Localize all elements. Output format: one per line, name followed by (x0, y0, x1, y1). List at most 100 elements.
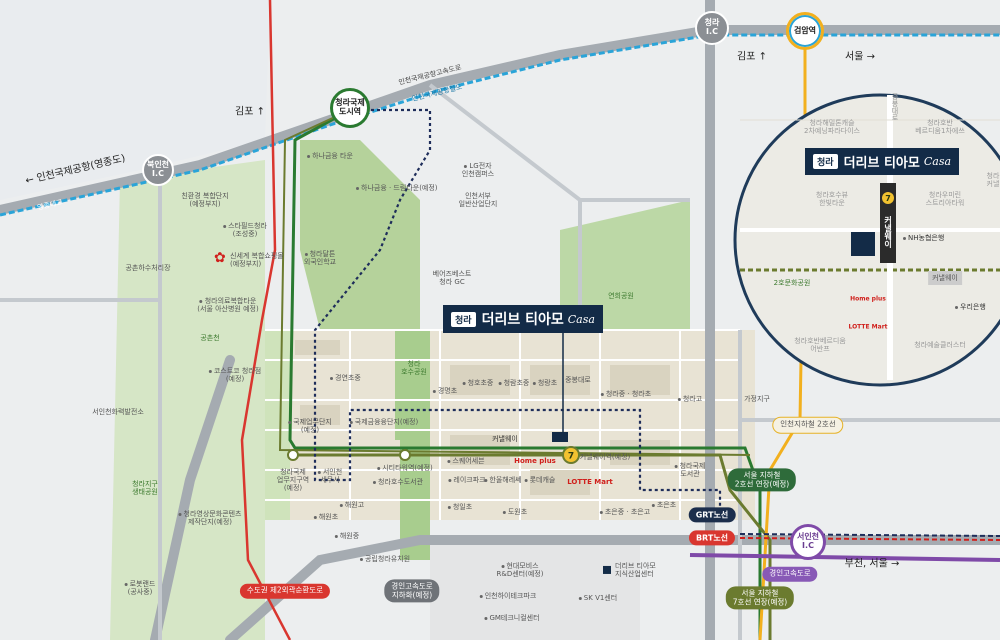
place-gongchon: 공촌천 (200, 334, 219, 342)
tag-incheon-line2: 인천지하철 2호선 (772, 416, 844, 434)
place-text: 시티타워역(예정) (382, 463, 433, 472)
inset-middle-right: 청라우미린 스트리아타워 (925, 190, 965, 207)
inset-bottom-left: 청라호반베르디움 어반프 (794, 336, 846, 353)
place-haitech: 인천하이테크파크 (479, 592, 536, 600)
inset-nh: NH농협은행 (903, 234, 944, 242)
grt-route-east (739, 533, 1000, 537)
place-yeonhui: 연희공원 (608, 292, 634, 300)
tag-seoul-line7: 서울 지하철 7호선 연장(예정) (725, 586, 795, 610)
place-text: 청라고 (682, 394, 703, 403)
place-text: 서인천화력발전소 (92, 407, 144, 416)
project-name: 더리브 티아모 (481, 312, 564, 328)
place-text: 베어즈베스트 청라 GC (432, 269, 472, 286)
place-canal: 커낼웨이 (492, 435, 518, 443)
brt-route (739, 537, 1000, 541)
poi-dot-icon (462, 381, 466, 385)
poi-dot-icon (313, 515, 317, 519)
poi-dot-icon (339, 503, 343, 507)
poi-dot-icon (317, 470, 321, 474)
west-green-area (110, 160, 265, 640)
tiamo-center-marker (603, 565, 611, 574)
place-text: SK V1센터 (583, 593, 618, 602)
station-bukincheon-ic[interactable]: 북인천 I.C (142, 154, 174, 186)
inset-jungbong: 중봉대로 (891, 93, 900, 121)
place-haewon-elem: 해원초 (313, 513, 338, 521)
place-text: 해원고 (344, 500, 365, 509)
tag-gyeongin-underground: 경인고속도로 지하화(예정) (384, 579, 440, 603)
place-text: 청라국제 도서관 (679, 461, 706, 478)
place-text: 하나금융 타운 (312, 151, 353, 160)
project-site-marker (552, 432, 568, 442)
place-text: LG전자 인천캠퍼스 (461, 161, 495, 178)
poi-dot-icon (356, 186, 359, 190)
poi-dot-icon (479, 594, 483, 598)
poi-dot-icon (288, 420, 292, 424)
place-text: 코스트코 청라점 (예정) (213, 366, 262, 383)
project-suffix: Casa (567, 312, 595, 326)
poi-dot-icon (447, 505, 451, 509)
project-callout[interactable]: 청라 더리브 티아모 Casa (443, 305, 603, 333)
place-text: 커낼웨이역(예정) (579, 452, 631, 461)
poi-dot-icon (178, 512, 182, 516)
place-text: GM테크니컬센터 (489, 613, 540, 622)
station-geomam-label: 검암역 (793, 25, 817, 35)
place-text: 청라지구 생태공원 (132, 479, 158, 496)
place-text: Home plus (514, 456, 556, 465)
line7-canal-stop-num: 7 (568, 452, 574, 462)
place-text: 경연초중 (335, 373, 361, 382)
poi-dot-icon (498, 381, 502, 385)
inset-suffix: Casa (923, 155, 952, 168)
place-seoincheon-power: 서인천화력발전소 (92, 408, 144, 416)
shinsegae-flower-icon: ✿ (214, 249, 226, 266)
inset-station-text: 커낼웨이 (883, 216, 893, 248)
place-hana-dream: 하나금융 · 드림타운(예정) (356, 184, 438, 192)
inset-canal-tag: 커낼웨이 (928, 271, 962, 285)
cheongna-urban-area (265, 330, 755, 520)
tag-grt[interactable]: GRT노선 (688, 507, 736, 523)
inset-top-left: 청라해밀톤캐슬 2차예닝파라다이스 (804, 118, 860, 135)
direction-gimpo-top: 김포 ↑ (737, 51, 767, 63)
place-text: 더리브 티아모 지식산업센터 (615, 561, 656, 578)
place-text: 국제금융융단지(예정) (354, 417, 419, 426)
place-text: 청라의료복합타운 (서울 아산병원 예정) (197, 296, 259, 313)
station-bukincheon-l1: 북인천 (146, 160, 170, 170)
place-text: 청라국제 업무지구역 (예정) (276, 467, 310, 493)
station-geomam[interactable]: 검암역 (786, 12, 824, 50)
place-text: 공촌천 (200, 333, 220, 342)
place-text: 청랑초 (537, 378, 558, 387)
place-text: 신세계 복합쇼핑몰 (예정부지) (230, 251, 284, 268)
place-text: 초은초 (656, 500, 677, 509)
place-text: 청람초중 (503, 378, 530, 387)
place-text: 커낼웨이 (492, 434, 518, 443)
tag-seoul-line2: 서울 지하철 2호선 연장(예정) (727, 468, 797, 492)
poi-dot-icon (484, 478, 488, 482)
place-hyundai: 현대모비스 R&D센터(예정) (497, 562, 544, 578)
station-cheongna-intl[interactable]: 청라국제 도시역 (330, 88, 370, 128)
station-cheongna-ic[interactable]: 청라 I.C (695, 11, 729, 45)
poi-dot-icon (223, 224, 227, 228)
inset-line7-badge (882, 192, 894, 204)
inset-callout[interactable]: 청라 더리브 티아모 Casa (805, 148, 960, 175)
station-cheongna-intl-l1: 청라국제 (335, 98, 365, 108)
place-intl-city: 국제업무단지 (예정) (288, 418, 332, 434)
poi-dot-icon (330, 376, 333, 380)
place-lakepark: 레이크파크 (448, 476, 486, 484)
poi-dot-icon (524, 478, 528, 482)
place-text: 현대모비스 R&D센터(예정) (496, 561, 544, 578)
place-text: 공립청라유치원 (364, 554, 411, 563)
place-hanul: 한울해레쎄 (484, 476, 522, 484)
poi-dot-icon (124, 582, 128, 586)
inset-bottom-right: 청라예술클러스터 (914, 340, 966, 349)
line7-canal-stop (562, 446, 580, 464)
poi-dot-icon (372, 480, 376, 484)
station-cheongna-ic-l1: 청라 (704, 18, 720, 28)
place-text: 공촌하수처리장 (125, 263, 171, 272)
place-tiamo-center: 더리브 티아모 지식산업센터 (603, 561, 656, 578)
inset-name: 더리브 티아모 (843, 156, 920, 171)
poi-dot-icon (199, 299, 203, 303)
tag-brt[interactable]: BRT노선 (688, 530, 736, 546)
park-north (300, 140, 420, 330)
station-seoincheon-ic[interactable]: 서인천 I.C (790, 524, 826, 560)
place-seobu-ind: 인천서부 일반산업단지 (459, 192, 498, 208)
